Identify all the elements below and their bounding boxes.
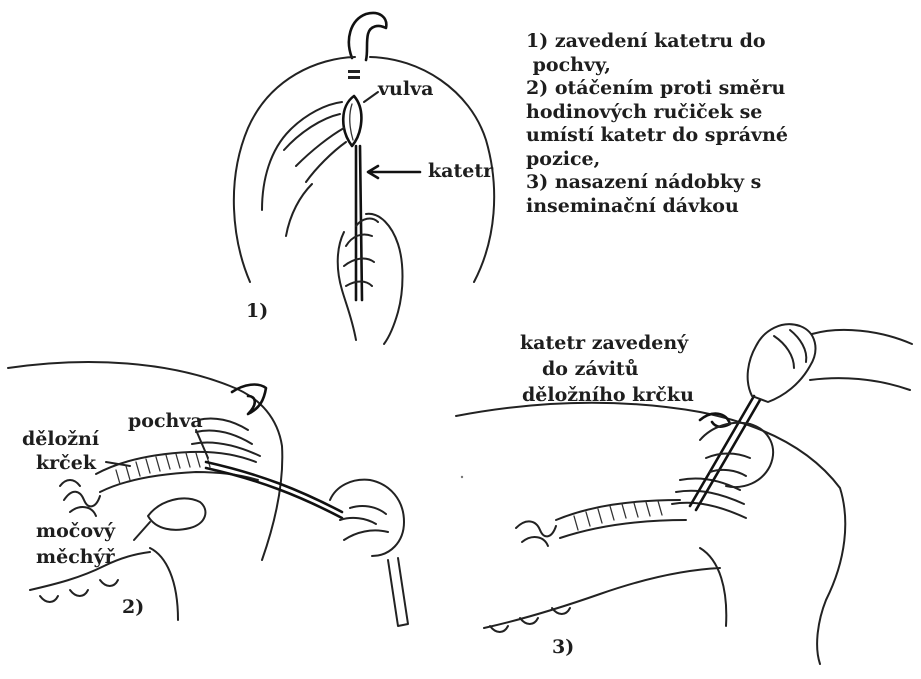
caption-3-line3: děložního krčku xyxy=(522,384,694,407)
bladder xyxy=(148,498,205,529)
step-line: 2) otáčením proti směru xyxy=(526,77,788,101)
bottle xyxy=(748,324,816,402)
label-krcek: krček xyxy=(36,452,96,475)
anus-mark xyxy=(348,70,360,73)
caption-3-line1: katetr zavedený xyxy=(520,332,688,355)
arm-3 xyxy=(810,330,912,390)
step-line: 1) zavedení katetru do xyxy=(526,30,788,54)
step-line: hodinových ručiček se xyxy=(526,101,788,125)
label-mocovy: močový xyxy=(36,520,115,543)
vulva-detail xyxy=(350,104,353,140)
uterus-coils xyxy=(60,480,100,516)
label-delozni: děložní xyxy=(22,428,99,451)
hand-3 xyxy=(700,423,773,487)
steps-list: 1) zavedení katetru do pochvy, 2) otáčen… xyxy=(526,30,788,218)
label-pochva: pochva xyxy=(128,410,203,433)
step-line: pozice, xyxy=(526,148,788,172)
vulva-leader xyxy=(364,92,378,102)
panel-3-number: 3) xyxy=(552,636,574,659)
tail-curl xyxy=(349,13,386,60)
catheter-side xyxy=(206,462,342,518)
anus-mark-2 xyxy=(348,76,360,79)
caption-3-line2: do závitů xyxy=(542,358,639,381)
step-line: pochvy, xyxy=(526,54,788,78)
panel-3-drawing xyxy=(456,324,912,664)
cervix-rings xyxy=(116,453,210,484)
step-line: 3) nasazení nádobky s xyxy=(526,171,788,195)
folds-3 xyxy=(672,478,746,518)
label-vulva: vulva xyxy=(378,78,433,101)
label-mechyr: měchýř xyxy=(36,546,115,569)
teats xyxy=(40,580,118,602)
bottle-cap-lines xyxy=(774,330,806,368)
step-line: inseminační dávkou xyxy=(526,195,788,219)
sow-back-outline-3 xyxy=(456,403,845,664)
syringe-bottom xyxy=(388,558,408,626)
panel-1-number: 1) xyxy=(246,300,268,323)
right-hand xyxy=(338,214,403,344)
belly-3 xyxy=(484,548,726,628)
katetr-arrow xyxy=(368,166,420,178)
speck xyxy=(461,476,463,478)
cervix-rings-3 xyxy=(574,501,662,530)
leader-mechyr xyxy=(134,522,150,540)
step-line: umístí katetr do správné xyxy=(526,124,788,148)
panel-2-drawing xyxy=(8,362,408,626)
tail-side xyxy=(232,385,266,414)
teats-3 xyxy=(490,608,570,632)
label-katetr: katetr xyxy=(428,160,493,183)
panel-2-number: 2) xyxy=(122,596,144,619)
left-hand xyxy=(262,102,346,236)
uterus-coils-3 xyxy=(516,521,556,546)
